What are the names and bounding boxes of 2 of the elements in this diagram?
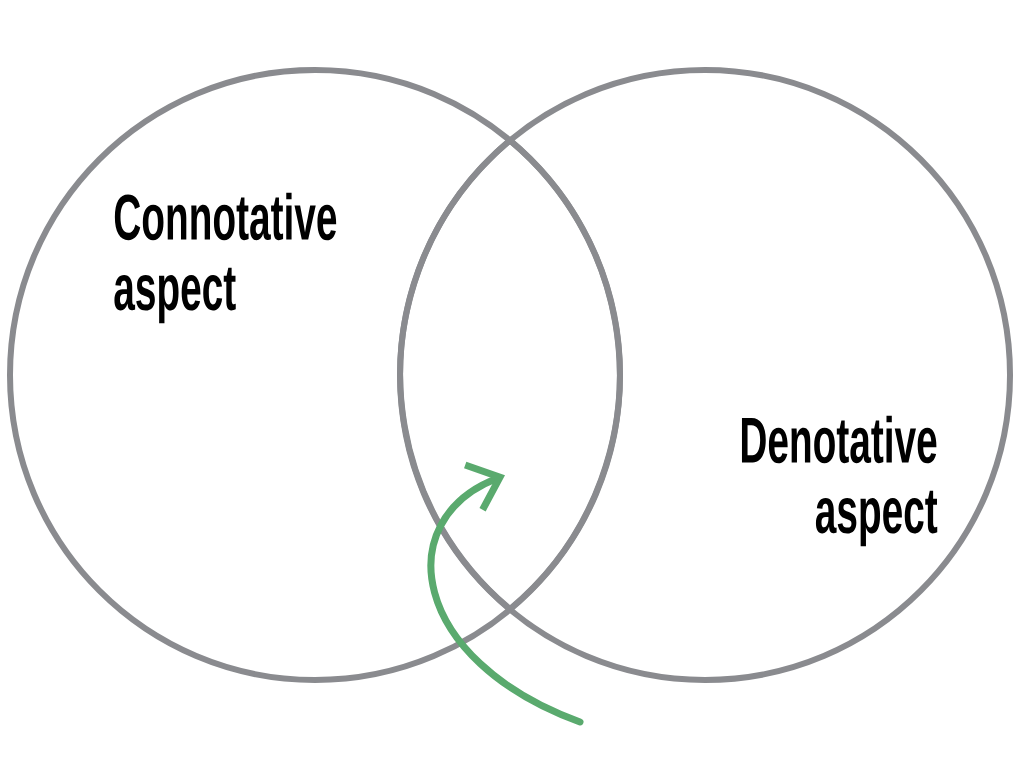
curved-arrow <box>427 461 584 726</box>
overlap-region <box>397 137 623 612</box>
